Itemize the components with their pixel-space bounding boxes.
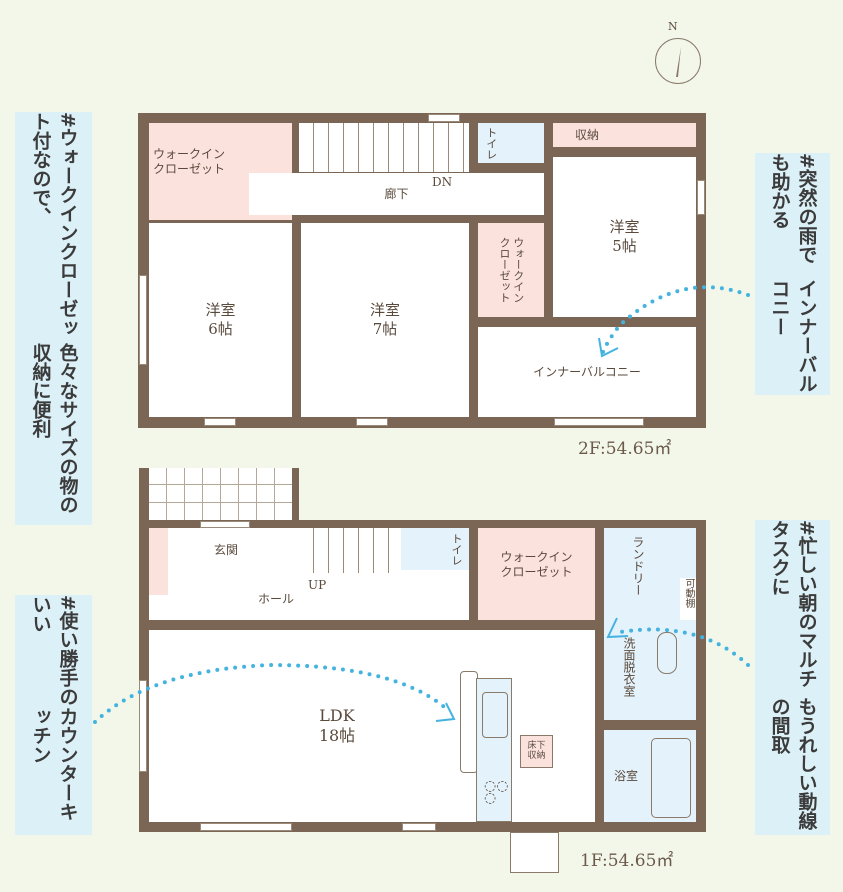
- window: [697, 180, 705, 215]
- stairs-2f: [299, 123, 469, 172]
- callout-line: #突然の雨でも助かる: [768, 153, 818, 264]
- movable-shelf-label: 可動棚: [680, 578, 696, 620]
- ldk-label: LDK 18帖: [318, 706, 356, 745]
- floor2-area: 2F:54.65㎡: [578, 439, 672, 459]
- callout-line: #忙しい朝のマルチタスクに: [768, 520, 818, 688]
- window: [139, 275, 147, 365]
- callout-line: もうれしい動線の間取: [768, 697, 818, 831]
- down-label: DN: [432, 175, 453, 189]
- window: [554, 418, 644, 426]
- room-2f-inner-balcony: インナーバルコニー: [478, 327, 696, 417]
- room-1f-ldk: LDK 18帖: [149, 630, 595, 822]
- room-2f-walk-in-closet-2: ウォークイン クローゼット: [478, 223, 544, 317]
- laundry-label: ランドリー: [631, 536, 645, 596]
- window: [428, 114, 460, 122]
- compass-icon: [655, 38, 701, 84]
- bathtub-icon: [651, 738, 691, 818]
- callout-line: カウンターキッチン: [29, 706, 79, 821]
- callout-line: #ウォークインクローゼット付なので、: [29, 112, 79, 337]
- window: [200, 521, 250, 528]
- callout-walk-in-closet: #ウォークインクローゼット付なので、 色々なサイズの物の収納に便利: [15, 112, 92, 525]
- window: [356, 418, 388, 426]
- callout-counter-kitchen: #使い勝手のいい カウンターキッチン: [15, 595, 92, 835]
- window: [139, 680, 147, 772]
- callout-laundry-flow: #忙しい朝のマルチタスクに もうれしい動線の間取: [755, 520, 830, 835]
- room-1f-bath: 浴室: [604, 730, 696, 822]
- back-door-porch: [510, 832, 559, 873]
- floor1-area: 1F:54.65㎡: [580, 851, 674, 871]
- corridor-label: 廊下: [384, 186, 409, 201]
- room-2f-toilet: トイレ: [478, 123, 544, 163]
- room-2f-storage: 収納: [553, 123, 696, 147]
- room-2f-western-7: 洋室 7帖: [301, 223, 469, 417]
- underfloor-storage: 床下 収納: [520, 735, 553, 768]
- washroom-label: 洗面脱衣室: [622, 637, 636, 697]
- washbasin-icon: [657, 632, 677, 674]
- window: [200, 823, 292, 831]
- entrance-porch: [149, 468, 292, 520]
- toilet-label: トイレ: [450, 532, 463, 566]
- entrance-label: 玄関: [214, 543, 239, 557]
- up-label: UP: [308, 578, 327, 592]
- window: [204, 418, 236, 426]
- stove-icon: ◌◌◌: [484, 778, 509, 806]
- wic2-label: ウォークイン クローゼット: [498, 237, 525, 303]
- room-1f-laundry-washroom: ランドリー: [604, 528, 696, 720]
- callout-line: インナーバルコニー: [768, 279, 818, 394]
- callout-line: #使い勝手のいい: [29, 595, 79, 706]
- sink-icon: [482, 692, 508, 738]
- hall-label: ホール: [258, 592, 295, 606]
- room-2f-corridor: 廊下: [249, 173, 544, 215]
- callout-line: 色々なサイズの物の収納に便利: [29, 343, 79, 515]
- compass-label: N: [668, 20, 678, 33]
- window: [402, 823, 436, 831]
- room-1f-walk-in-closet: ウォークイン クローゼット: [478, 528, 595, 620]
- room-1f-toilet: トイレ: [401, 528, 469, 570]
- room-2f-western-5: 洋室 5帖: [553, 157, 696, 317]
- callout-inner-balcony: #突然の雨でも助かる インナーバルコニー: [755, 153, 830, 395]
- stairs-1f: [299, 528, 393, 573]
- room-2f-western-6: 洋室 6帖: [149, 223, 292, 417]
- toilet-label: トイレ: [484, 126, 498, 160]
- shoe-storage: [149, 528, 168, 595]
